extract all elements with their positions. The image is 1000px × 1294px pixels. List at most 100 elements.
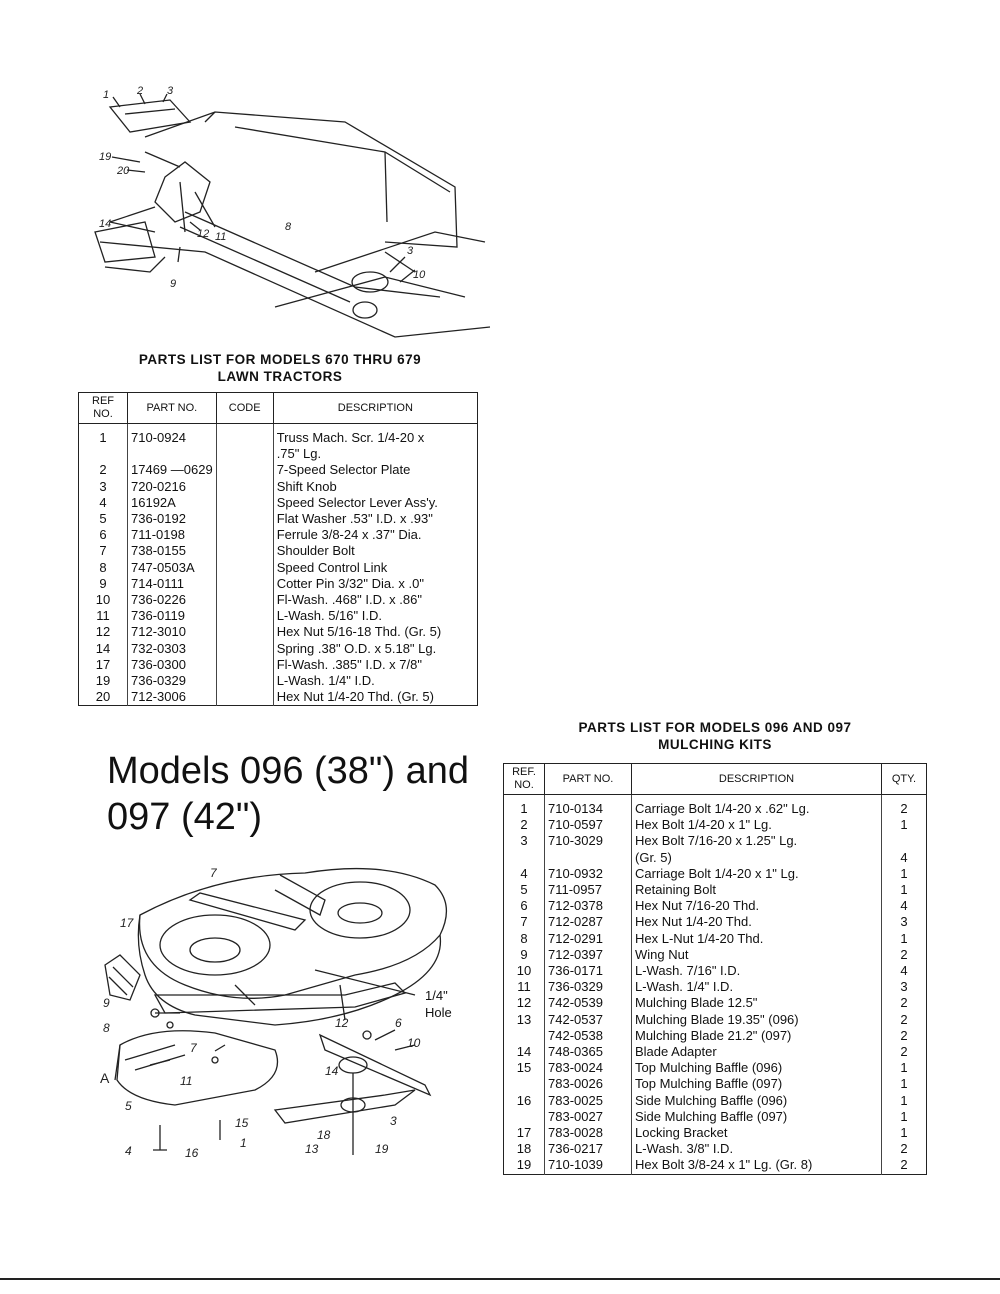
table2-title-line2: MULCHING KITS bbox=[658, 737, 772, 752]
cell-pn: 710-3029 bbox=[544, 833, 632, 850]
cell-qty: 4 bbox=[881, 849, 927, 866]
cell-desc: Spring .38" O.D. x 5.18" Lg. bbox=[272, 640, 478, 657]
callout-14: 14 bbox=[99, 218, 111, 230]
cell-ref: 7 bbox=[520, 914, 528, 930]
callout-8: 8 bbox=[285, 221, 292, 233]
cell-desc: L-Wash. 1/4" I.D. bbox=[272, 673, 478, 690]
cell-ref: 12 bbox=[95, 624, 111, 640]
hole-label-size: 1/4" bbox=[425, 988, 448, 1003]
cell-code bbox=[215, 689, 274, 706]
table1-title-line1: PARTS LIST FOR MODELS 670 THRU 679 bbox=[138, 352, 422, 367]
hole-label-text: Hole bbox=[425, 1005, 452, 1020]
col-ref-no: REF. NO. bbox=[503, 763, 545, 795]
cell-ref: 18 bbox=[516, 1141, 532, 1157]
col-part-no: PART NO. bbox=[544, 763, 632, 795]
cell-ref bbox=[504, 1109, 545, 1125]
cell-ref: 6 bbox=[99, 527, 107, 543]
cell-desc: Mulching Blade 21.2" (097) bbox=[631, 1027, 882, 1045]
cell-pn: 710-0924 bbox=[127, 423, 217, 447]
cell-pn: 783-0026 bbox=[544, 1076, 632, 1093]
cell-ref: 16 bbox=[516, 1092, 532, 1108]
callout-19: 19 bbox=[99, 151, 111, 163]
cell-desc: Top Mulching Baffle (097) bbox=[631, 1076, 882, 1093]
callout-2: 2 bbox=[136, 85, 143, 97]
cell-desc: 7-Speed Selector Plate bbox=[272, 462, 478, 479]
cell-code bbox=[215, 527, 274, 544]
cell-pn: 712-0287 bbox=[544, 914, 632, 931]
cell-ref: 9 bbox=[520, 946, 528, 962]
cell-ref: 5 bbox=[520, 882, 528, 898]
cell-ref: 11 bbox=[517, 979, 531, 995]
table2-title: PARTS LIST FOR MODELS 096 AND 097 MULCHI… bbox=[515, 719, 915, 753]
cell-qty: 1 bbox=[881, 817, 927, 834]
cell-qty: 1 bbox=[881, 1108, 927, 1126]
cell-pn: 783-0027 bbox=[544, 1108, 632, 1126]
cell-pn: 736-0171 bbox=[544, 963, 632, 980]
cell-pn: 712-0397 bbox=[544, 946, 632, 964]
cell-ref: 19 bbox=[95, 673, 111, 689]
cell-desc: L-Wash. 7/16" I.D. bbox=[631, 963, 882, 980]
bottom-rule bbox=[0, 1278, 1000, 1280]
cell-pn: 16192A bbox=[127, 494, 217, 512]
cell-desc: Hex L-Nut 1/4-20 Thd. bbox=[631, 930, 882, 947]
callout-3: 3 bbox=[390, 1114, 397, 1128]
cell-desc: Wing Nut bbox=[631, 946, 882, 964]
cell-pn: 783-0024 bbox=[544, 1060, 632, 1077]
cell-pn: 720-0216 bbox=[127, 478, 217, 495]
cell-pn: 747-0503A bbox=[127, 559, 217, 576]
cell-ref bbox=[504, 1028, 545, 1044]
cell-qty: 2 bbox=[881, 1027, 927, 1045]
cell-qty: 2 bbox=[881, 946, 927, 964]
callout-A: A bbox=[100, 1070, 110, 1086]
callout-7b: 7 bbox=[190, 1041, 198, 1055]
cell-pn: 736-0192 bbox=[127, 511, 217, 528]
callout-5: 5 bbox=[125, 1099, 132, 1113]
callout-3: 3 bbox=[167, 85, 174, 97]
cell-ref: 14 bbox=[516, 1044, 532, 1060]
cell-pn: 742-0538 bbox=[544, 1027, 632, 1045]
cell-ref: 8 bbox=[99, 559, 107, 575]
cell-desc: Mulching Blade 19.35" (096) bbox=[631, 1011, 882, 1028]
cell-desc: .75" Lg. bbox=[272, 446, 478, 463]
callout-12: 12 bbox=[335, 1016, 349, 1030]
cell-qty: 2 bbox=[881, 995, 927, 1012]
callout-7: 7 bbox=[210, 866, 218, 880]
callout-11: 11 bbox=[215, 231, 226, 243]
callout-14: 14 bbox=[325, 1064, 339, 1078]
cell-ref: 15 bbox=[516, 1060, 532, 1076]
cell-code bbox=[215, 624, 274, 641]
cell-desc: Retaining Bolt bbox=[631, 882, 882, 899]
cell-desc: Hex Bolt 3/8-24 x 1" Lg. (Gr. 8) bbox=[631, 1157, 882, 1175]
cell-ref: 20 bbox=[95, 689, 111, 705]
cell-ref: 9 bbox=[99, 575, 107, 591]
cell-ref: 3 bbox=[99, 478, 107, 494]
callout-11: 11 bbox=[180, 1074, 192, 1088]
cell-desc: Side Mulching Baffle (097) bbox=[631, 1108, 882, 1126]
cell-desc: (Gr. 5) bbox=[631, 849, 882, 866]
cell-desc: Hex Nut 1/4-20 Thd. (Gr. 5) bbox=[272, 689, 478, 706]
cell-desc: Fl-Wash. .468" I.D. x .86" bbox=[272, 592, 478, 609]
models-heading: Models 096 (38") and 097 (42") bbox=[107, 748, 507, 840]
callout-18: 18 bbox=[317, 1128, 331, 1142]
cell-qty: 2 bbox=[881, 1157, 927, 1175]
callout-10: 10 bbox=[413, 269, 426, 281]
cell-desc: Shoulder Bolt bbox=[272, 543, 478, 560]
